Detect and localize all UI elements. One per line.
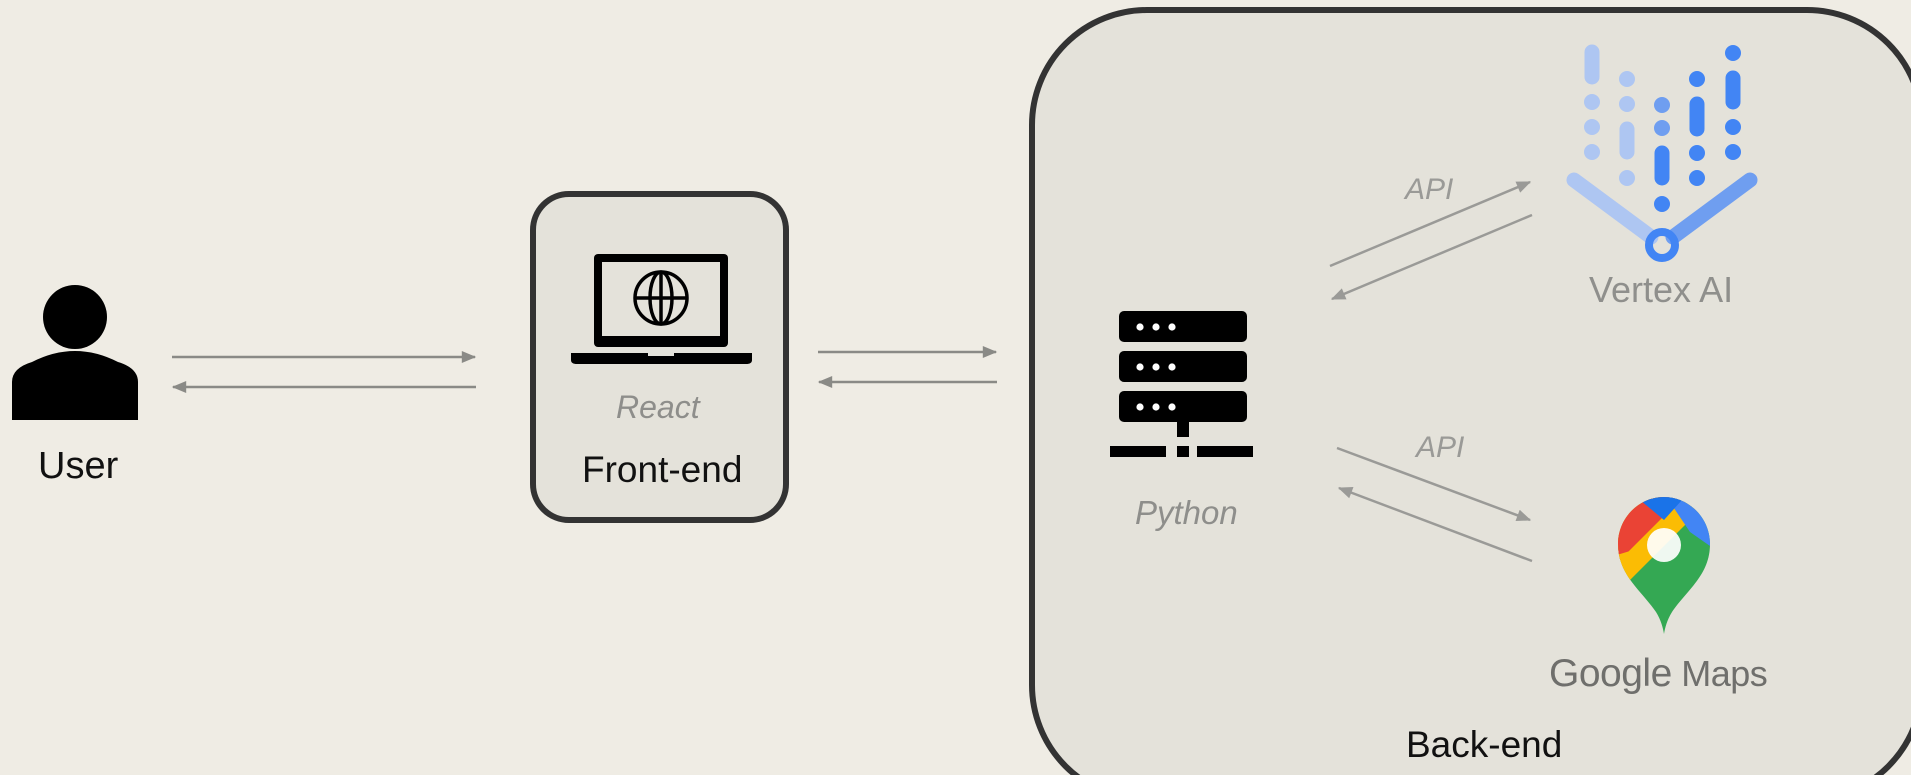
google-maps-label: Google Maps <box>1549 652 1768 695</box>
arrow-backend-to-vertex <box>1329 180 1532 268</box>
vertex-api-label: API <box>1405 173 1454 206</box>
maps-api-label: API <box>1416 431 1465 464</box>
frontend-label: Front-end <box>582 449 743 490</box>
backend-tech-label: Python <box>1135 494 1238 531</box>
user-label: User <box>38 445 119 487</box>
arrow-vertex-to-backend <box>1330 213 1533 301</box>
server-icon <box>1110 311 1253 457</box>
google-maps-label-google: Google <box>1549 652 1672 695</box>
google-maps-label-maps: Maps <box>1671 653 1768 694</box>
arrow-maps-to-backend <box>1337 486 1533 563</box>
vertex-ai-logo <box>1566 44 1758 262</box>
frontend-tech-label: React <box>616 389 700 425</box>
laptop-globe-icon <box>571 254 752 364</box>
arrow-backend-to-maps <box>1336 446 1532 522</box>
backend-label: Back-end <box>1406 724 1563 765</box>
user-icon <box>12 285 138 420</box>
vertex-ai-label: Vertex AI <box>1589 269 1734 310</box>
